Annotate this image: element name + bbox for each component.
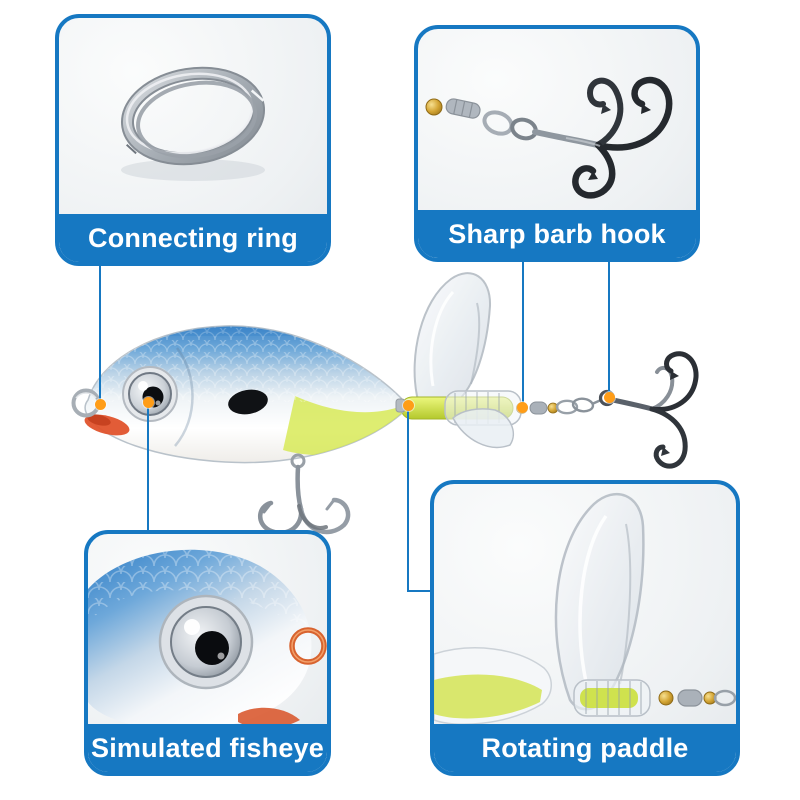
swivel-chain	[516, 397, 602, 415]
connector-dot-eye	[143, 397, 154, 408]
callout-label-rotating-paddle: Rotating paddle	[434, 724, 736, 772]
connector-dot-swivel	[517, 402, 528, 413]
connector-dot-tail-joint	[403, 400, 414, 411]
fish-head-closeup-image	[88, 549, 327, 724]
callout-connecting-ring: Connecting ring	[55, 14, 331, 266]
callout-label-connecting-ring: Connecting ring	[59, 214, 327, 262]
lure-eye	[122, 366, 178, 422]
lure-image	[71, 272, 699, 536]
connector-line-fisheye	[147, 402, 149, 530]
callout-simulated-fisheye: Simulated fisheye	[84, 530, 331, 776]
callout-label-simulated-fisheye: Simulated fisheye	[88, 724, 327, 772]
connector-dot-nose-ring	[95, 399, 106, 410]
callout-rotating-paddle: Rotating paddle	[430, 480, 740, 776]
connector-line-paddle-horizontal	[407, 590, 432, 592]
connector-line-paddle-vertical	[407, 405, 409, 592]
connector-line-hook-swivel	[522, 262, 524, 407]
callout-label-sharp-barb-hook: Sharp barb hook	[418, 210, 696, 258]
tail-paddle-closeup-image	[434, 493, 736, 724]
belly-treble-hook	[258, 453, 351, 536]
treble-hook-swivel-image	[425, 76, 673, 199]
rear-treble-hook	[598, 351, 699, 469]
connector-line-hook-rear	[608, 262, 610, 397]
callout-sharp-barb-hook: Sharp barb hook	[414, 25, 700, 262]
connector-line-connecting-ring	[99, 266, 101, 404]
connector-dot-rear-hook	[604, 392, 615, 403]
split-ring-image	[120, 66, 266, 181]
lure-tail-paddle	[400, 272, 522, 449]
